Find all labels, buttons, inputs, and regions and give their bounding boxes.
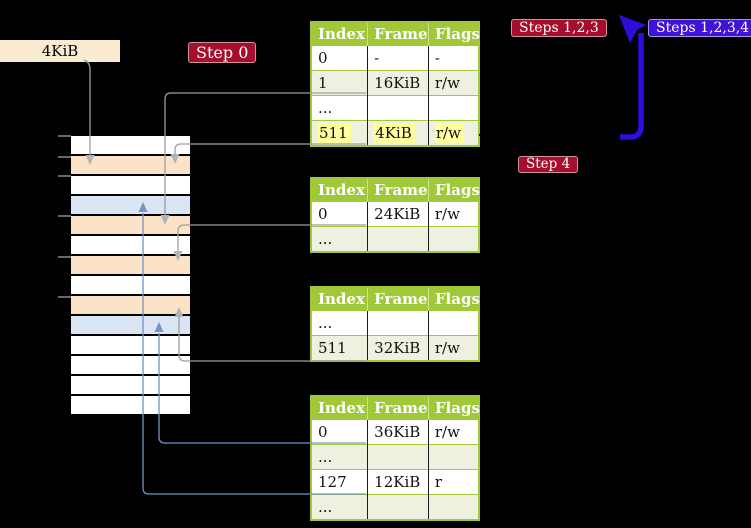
steps1234-badge: Steps 1,2,3,4 [648,19,751,37]
table-cell: ... [311,444,369,470]
memory-frame-row-peach [71,256,190,274]
table-cell: 24KiB [367,201,429,227]
table-cell [367,95,429,121]
table-cell: r/w [428,335,479,361]
table-cell: 0 [311,45,369,71]
table-cell: r [428,469,479,495]
column-header-index: Index [311,396,369,420]
table-cell: 0 [311,419,369,445]
step4-badge: Step 4 [518,156,579,173]
table-cell: 4KiB [367,120,429,146]
table-cell [428,310,479,336]
table-row: ... [311,444,479,470]
column-header-flags: Flags [428,22,480,46]
table-cell: r/w [428,201,479,227]
table-cell: 16KiB [367,70,429,96]
table-cell [428,444,479,470]
column-header-flags: Flags [428,396,480,420]
table-row: ... [311,226,479,252]
memory-frame-row-blue [71,316,190,334]
table-cell [428,95,479,121]
memory-frame-row-white [71,376,190,394]
table-row: 0-- [311,45,479,71]
memory-frame-row-peach [71,216,190,234]
table-cell: 12KiB [367,469,429,495]
table-cell: 511 [311,335,369,361]
memory-frame-row-white [71,396,190,414]
table-cell: r/w [428,70,479,96]
column-header-index: Index [311,287,369,311]
table-cell: ... [311,310,369,336]
table-cell [428,494,479,520]
memory-frame-row-white [71,136,190,154]
table-cell: 32KiB [367,335,429,361]
table-cell: ... [311,226,369,252]
memory-frame-row-blue [71,196,190,214]
column-header-frame: Frame [367,178,429,202]
column-header-frame: Frame [367,22,429,46]
step0-badge: Step 0 [188,42,257,63]
table-cell: - [367,45,429,71]
column-header-flags: Flags [428,287,480,311]
memory-frame-row-peach [71,296,190,314]
table-cell: r/w [428,120,479,146]
memory-frame-row-peach [71,156,190,174]
memory-frame-row-white [71,336,190,354]
table-cell: r/w [428,419,479,445]
column-header-frame: Frame [367,396,429,420]
table-row: ... [311,310,479,336]
table-cell [428,226,479,252]
recursive-arrow [619,15,646,140]
physical-memory-column [71,136,190,416]
table-cell [367,226,429,252]
table-row: ... [311,95,479,121]
memory-frame-row-white [71,356,190,374]
column-header-index: Index [311,178,369,202]
table-cell: ... [311,494,369,520]
table-cell: - [428,45,479,71]
gray-pointer-entry511-to-4kib [170,143,366,164]
table-row: ... [311,494,479,520]
steps123-badge: Steps 1,2,3 [511,19,607,37]
memory-frame-row-white [71,276,190,294]
table-cell: ... [311,95,369,121]
frame-size-label: 4KiB [0,40,120,62]
memory-frame-row-white [71,176,190,194]
column-header-frame: Frame [367,287,429,311]
table-cell [367,310,429,336]
column-header-flags: Flags [428,178,480,202]
table-cell: 1 [311,70,369,96]
memory-tick-marks [58,135,71,298]
table-cell: 127 [311,469,369,495]
table-cell [367,444,429,470]
table-cell: 36KiB [367,419,429,445]
column-header-index: Index [311,22,369,46]
table-cell: 511 [311,120,369,146]
table-cell [367,494,429,520]
table-cell: 0 [311,201,369,227]
memory-frame-row-white [71,236,190,254]
